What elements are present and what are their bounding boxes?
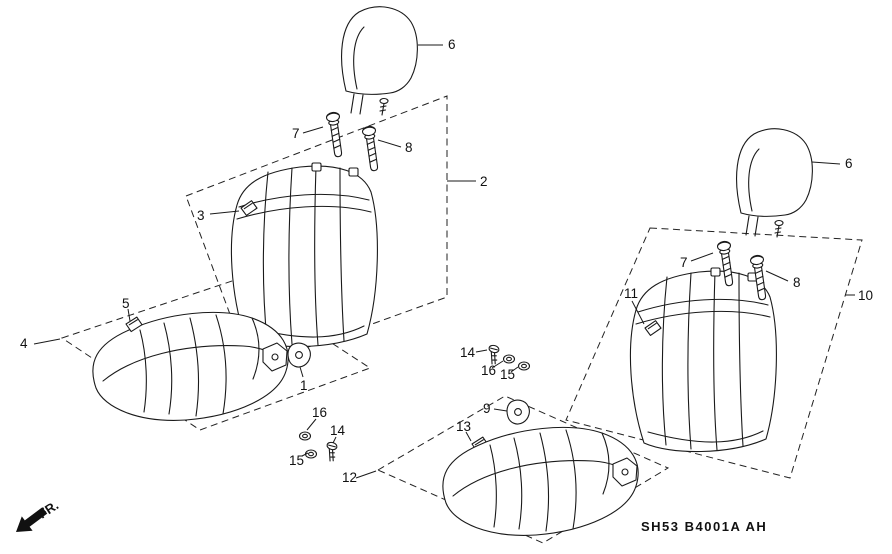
callout-1-left-cover-label: 1 [300,378,308,393]
left-seat-back [230,162,378,348]
left-cushion-bracket [262,342,288,372]
callout-7-left-bolt-label: 7 [292,126,300,141]
diagram-part-code: SH53 B4001A AH [641,519,767,534]
right-seat-back [629,267,777,453]
right-headrest [736,128,813,237]
callout-12-right-cushion-label: 12 [342,470,357,485]
right-seat-back-boundary-box [565,227,863,479]
left-washer-15 [304,449,318,459]
callout-15-mid-washer-label: 15 [500,367,515,382]
callout-8-right-bolt-label: 8 [793,275,801,290]
callout-14-mid-screw-label: 14 [460,345,476,360]
callout-3-left-back-clip-label: 3 [197,208,205,223]
right-seat-cushion [442,426,639,536]
callout-labels: 6 7 8 2 3 5 4 1 16 14 15 12 14 16 15 9 1… [20,37,873,485]
callout-7-right-bolt-label: 7 [680,255,688,270]
left-headrest-guide-left [311,162,322,172]
fr-direction-arrow-icon [16,507,48,532]
callout-8-left-bolt-label: 8 [405,140,413,155]
front-direction-indicator: FR. [16,498,61,532]
callout-13-right-cushion-clip-label: 13 [456,419,471,434]
callout-leader-lines [33,44,855,479]
callout-6-right-headrest-label: 6 [845,156,853,171]
callout-15-left-washer-label: 15 [289,453,304,468]
callout-14-left-screw-label: 14 [330,423,346,438]
left-headrest-screw [379,97,389,116]
left-bolt-7 [325,111,346,159]
left-headrest-guide-right [348,167,359,177]
callout-5-left-cushion-clip-label: 5 [122,296,130,311]
callout-11-right-back-clip-label: 11 [624,286,638,301]
callout-16-left-washer-label: 16 [312,405,327,420]
callout-2-left-seat-back-label: 2 [480,174,488,189]
left-seat-back-boundary-box [185,95,448,369]
mid-washer-16 [502,354,516,364]
callout-16-mid-washer-label: 16 [481,363,496,378]
right-headrest-guide-left [710,267,721,277]
right-headrest-screw [774,219,784,238]
left-headrest [341,6,418,115]
right-cover-9 [506,399,530,425]
left-bolt-8 [361,125,382,173]
left-seat-cushion [92,311,289,421]
mid-washer-15 [517,361,531,371]
right-cushion-bracket [612,457,638,487]
callout-4-left-cushion-label: 4 [20,336,28,351]
callout-9-right-cover-label: 9 [483,401,491,416]
callout-6-left-headrest-label: 6 [448,37,456,52]
callout-10-right-seat-back-label: 10 [858,288,873,303]
mid-screw-14 [484,343,501,366]
left-screw-14 [322,440,339,463]
left-washer-16 [298,431,312,441]
left-cover-1 [287,342,311,368]
